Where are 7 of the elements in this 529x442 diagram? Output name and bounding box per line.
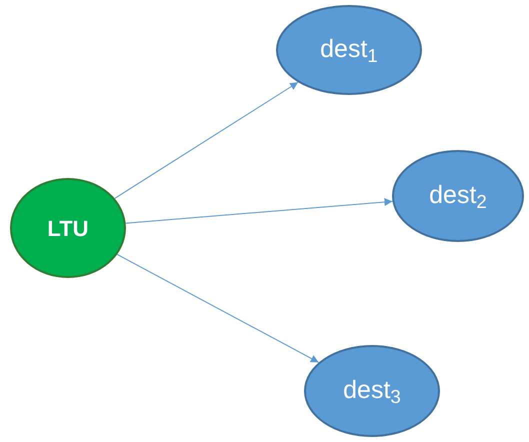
- node-label: dest$_{2}$: [429, 180, 487, 214]
- arrow: [114, 82, 299, 199]
- node-label: dest$_{1}$: [320, 34, 378, 68]
- arrow: [125, 198, 393, 224]
- arrow: [116, 254, 320, 363]
- node-label: LTU: [47, 214, 89, 242]
- node-label: dest$_{3}$: [343, 375, 401, 409]
